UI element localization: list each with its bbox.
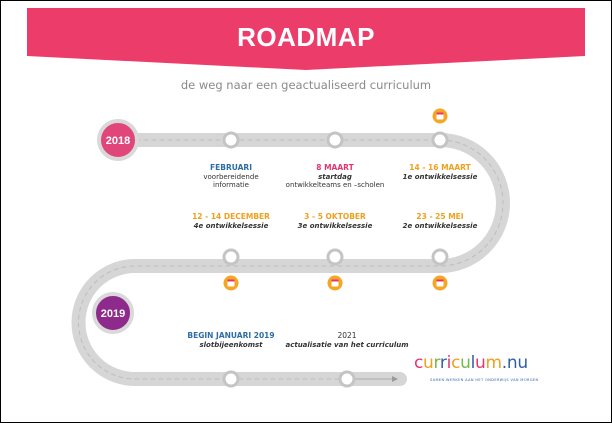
page-subtitle: de weg naar een geactualiseerd curriculu… — [180, 78, 432, 92]
milestone-jan-2019: BEGIN JANUARI 2019 slotbijeenkomst — [166, 331, 296, 349]
milestone-marker-2021 — [338, 370, 356, 388]
milestone-text: 2e ontwikkelsessie — [402, 221, 478, 230]
title-banner — [27, 8, 585, 70]
milestone-date: 2021 — [337, 331, 357, 340]
milestone-1e-sessie: 14 - 16 MAART 1e ontwikkelsessie — [375, 163, 505, 181]
milestone-text: 1e ontwikkelsessie — [402, 172, 478, 181]
milestone-text: startdag — [318, 172, 352, 181]
calendar-icon — [327, 275, 343, 291]
milestone-text: ontwikkelteams en –scholen — [285, 181, 385, 189]
brand-tagline: SAMEN WERKEN AAN HET ONDERWIJS VAN MORGE… — [430, 378, 539, 382]
milestone-marker-feb — [222, 131, 240, 149]
calendar-icon — [432, 108, 448, 124]
milestone-4e-sessie: 12 - 14 DECEMBER 4e ontwikkelsessie — [166, 212, 296, 230]
milestone-date: 14 - 16 MAART — [409, 163, 471, 172]
calendar-icon — [432, 275, 448, 291]
milestone-text: 3e ontwikkelsessie — [297, 221, 373, 230]
milestone-date: FEBRUARI — [210, 163, 252, 172]
milestone-text: actualisatie van het curriculum — [285, 340, 409, 349]
year-label-2018: 2018 — [106, 135, 130, 147]
milestone-marker-3e — [326, 248, 344, 266]
milestone-date: BEGIN JANUARI 2019 — [187, 331, 275, 340]
milestone-marker-2e — [431, 248, 449, 266]
milestone-text: slotbijeenkomst — [199, 340, 263, 349]
milestone-8-maart: 8 MAART startdag ontwikkelteams en –scho… — [270, 163, 400, 190]
milestone-3e-sessie: 3 - 5 OKTOBER 3e ontwikkelsessie — [270, 212, 400, 230]
year-label-2019: 2019 — [101, 308, 125, 320]
year-badge-2019: 2019 — [92, 292, 134, 334]
milestone-marker-maart — [326, 131, 344, 149]
page-title: ROADMAP — [237, 22, 375, 52]
milestone-marker-4e — [222, 248, 240, 266]
milestone-2021: 2021 actualisatie van het curriculum — [282, 331, 412, 349]
brand-logo: curriculum.nu — [414, 353, 528, 373]
milestone-marker-1e — [431, 131, 449, 149]
milestone-date: 23 - 25 MEI — [416, 212, 464, 221]
milestone-feb: FEBRUARI voorbereidende informatie — [166, 163, 296, 190]
milestone-date: 8 MAART — [316, 163, 354, 172]
milestone-marker-jan — [222, 370, 240, 388]
milestone-text: 4e ontwikkelsessie — [193, 221, 269, 230]
calendar-icon — [223, 275, 239, 291]
milestone-date: 12 - 14 DECEMBER — [192, 212, 270, 221]
milestone-text: informatie — [213, 181, 249, 189]
milestone-date: 3 - 5 OKTOBER — [304, 212, 366, 221]
year-badge-2018: 2018 — [97, 119, 139, 161]
milestone-text: voorbereidende — [203, 172, 259, 181]
milestone-2e-sessie: 23 - 25 MEI 2e ontwikkelsessie — [375, 212, 505, 230]
